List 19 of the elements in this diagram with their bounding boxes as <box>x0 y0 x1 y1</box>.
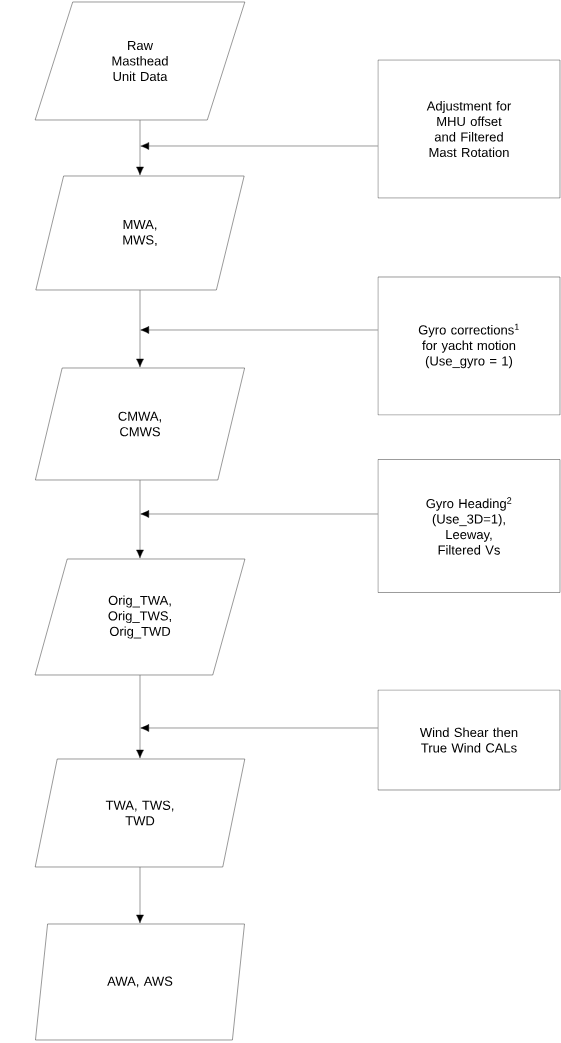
data-parallelogram: TWA, TWS, TWD <box>35 758 245 868</box>
arrow <box>140 510 378 518</box>
data-parallelogram: Orig_TWA, Orig_TWS, Orig_TWD <box>34 558 246 676</box>
data-parallelogram: Raw Masthead Unit Data <box>34 1 246 121</box>
arrow <box>136 675 144 759</box>
data-parallelogram: AWA, AWS <box>35 923 245 1041</box>
process-box: Wind Shear then True Wind CALs <box>377 689 561 791</box>
arrow <box>136 867 144 924</box>
process-box: Gyro corrections$^{1}$ for yacht motion (Use_gyro = 1) <box>377 276 561 416</box>
arrow <box>140 142 378 150</box>
data-parallelogram: CMWA, CMWS <box>35 367 245 481</box>
arrow <box>140 326 378 334</box>
data-parallelogram: MWA, MWS, <box>35 175 245 291</box>
arrow <box>140 724 378 732</box>
process-box: Adjustment for MHU offset and Filtered Mast Rotation <box>377 59 561 199</box>
arrow <box>136 120 144 176</box>
process-box: Gyro Heading$^{2}$ (Use_3D=1), Leeway, Filtered Vs <box>377 459 561 593</box>
arrow <box>136 480 144 559</box>
arrow <box>136 290 144 368</box>
